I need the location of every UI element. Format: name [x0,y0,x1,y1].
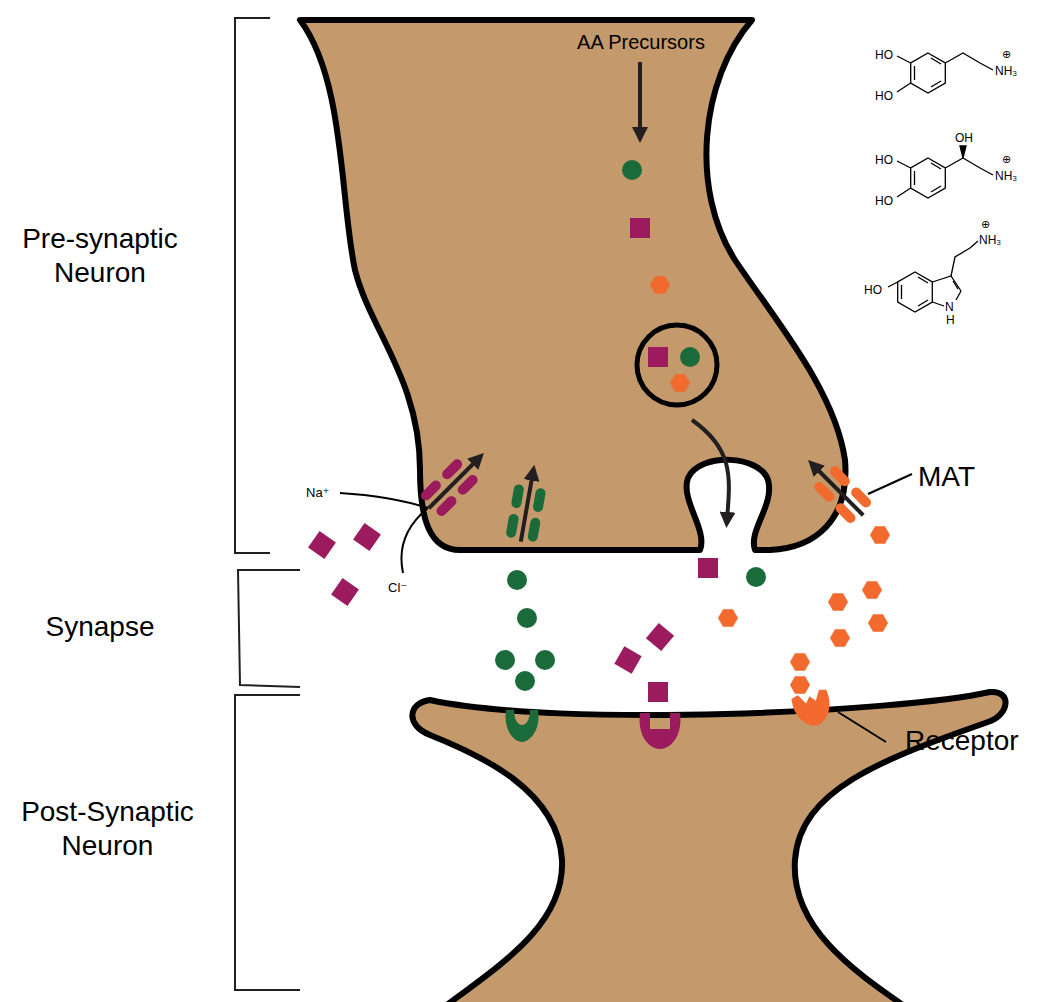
neurotransmitter-hex [828,593,848,610]
transporter-green [505,470,549,544]
dopamine-structure [897,53,993,93]
leader-line [838,712,886,742]
leader-line [868,474,912,494]
bracket [235,695,300,990]
neurotransmitter-hex [670,374,690,391]
neurotransmitter-square [331,578,359,606]
chem-charge: ⊕ [1002,153,1011,166]
neurotransmitter-square [648,347,668,367]
ion-label: Cl⁻ [388,580,407,596]
neurotransmitter-hex [790,676,810,693]
neurotransmitter-dot [680,347,700,367]
part-label: Receptor [905,724,1019,758]
bracket [235,18,270,553]
chem-atom: H [946,313,955,327]
chem-atom: NH₃ [979,233,1001,247]
part-label: MAT [918,460,975,494]
neurotransmitter-square [630,218,650,238]
chem-atom: N [945,300,954,314]
neurotransmitter-hex [862,581,882,598]
receptor-green [505,710,538,742]
chem-atom: NH₃ [995,64,1017,78]
section-label: Synapse [46,610,155,644]
section-label: Post-Synaptic Neuron [5,795,210,862]
neurotransmitter-square [646,623,674,651]
neurotransmitter-hex [870,526,890,543]
chem-atom: HO [864,283,882,297]
norepinephrine-structure [897,146,993,198]
chem-atom: HO [875,153,893,167]
chem-atom: HO [875,48,893,62]
chem-atom: NH₃ [995,169,1017,183]
ion-label: Na⁺ [306,485,329,501]
chem-charge: ⊕ [981,218,990,231]
chem-atom: OH [955,131,973,145]
presynaptic-neuron [300,20,845,550]
neurotransmitter-hex [790,653,810,670]
neurotransmitter-square [648,682,668,702]
bracket [238,570,300,687]
neurotransmitter-square [698,558,718,578]
neurotransmitter-dot [507,570,527,590]
chem-atom: HO [875,89,893,103]
receptor-orange [791,688,835,730]
release-arrow [692,420,729,520]
neurotransmitter-hex [830,629,850,646]
neurotransmitter-dot [515,671,535,691]
synthesis-arrow [638,62,642,135]
neurotransmitter-square [353,523,381,551]
chem-atom: HO [875,194,893,208]
receptor-magenta [640,713,681,749]
chem-charge: ⊕ [1002,48,1011,61]
ion-path [401,508,428,573]
neurotransmitter-hex [718,609,738,626]
transmitter-group [308,523,890,702]
neurotransmitter-square [308,531,336,559]
vesicle [637,325,717,405]
ion-path [340,493,428,508]
neurotransmitter-square [614,646,641,673]
neurotransmitter-dot [517,608,537,628]
neurotransmitter-dot [535,650,555,670]
section-label: Pre-synaptic Neuron [5,222,195,289]
transporter-orange [802,454,874,526]
neurotransmitter-dot [495,650,515,670]
serotonin-structure [888,241,978,312]
neurotransmitter-dot [746,567,766,587]
neurotransmitter-hex [650,276,670,293]
input-label: AA Precursors [577,30,705,54]
neurotransmitter-hex [868,614,888,631]
neurotransmitter-dot [622,160,642,180]
